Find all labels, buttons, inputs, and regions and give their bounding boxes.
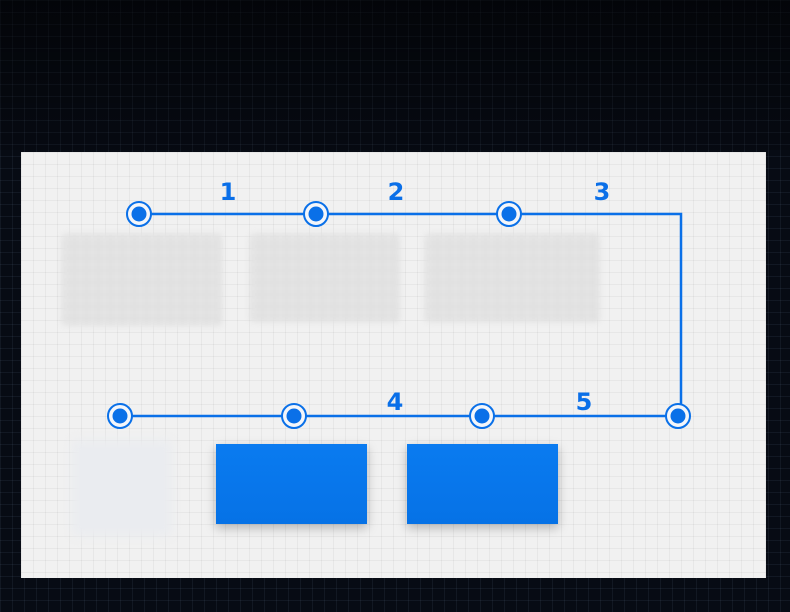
step-label-1: 1 [219, 178, 237, 206]
step-label-2: 2 [387, 178, 405, 206]
placeholder-card-2 [250, 234, 400, 322]
top-dark-band [0, 0, 790, 150]
step-label-5: 5 [575, 388, 593, 416]
node-bottom-2[interactable] [281, 403, 307, 429]
placeholder-card-1 [62, 234, 222, 326]
node-top-1[interactable] [126, 201, 152, 227]
node-top-2[interactable] [303, 201, 329, 227]
blue-block-left[interactable] [216, 444, 367, 524]
blue-block-right[interactable] [407, 444, 558, 524]
node-bottom-1[interactable] [107, 403, 133, 429]
node-top-3[interactable] [496, 201, 522, 227]
step-label-3: 3 [593, 178, 611, 206]
node-bottom-3[interactable] [469, 403, 495, 429]
node-bottom-4[interactable] [665, 403, 691, 429]
placeholder-card-3 [425, 234, 600, 322]
step-label-4: 4 [386, 388, 404, 416]
placeholder-card-4 [72, 440, 172, 536]
connector-path [120, 212, 683, 418]
